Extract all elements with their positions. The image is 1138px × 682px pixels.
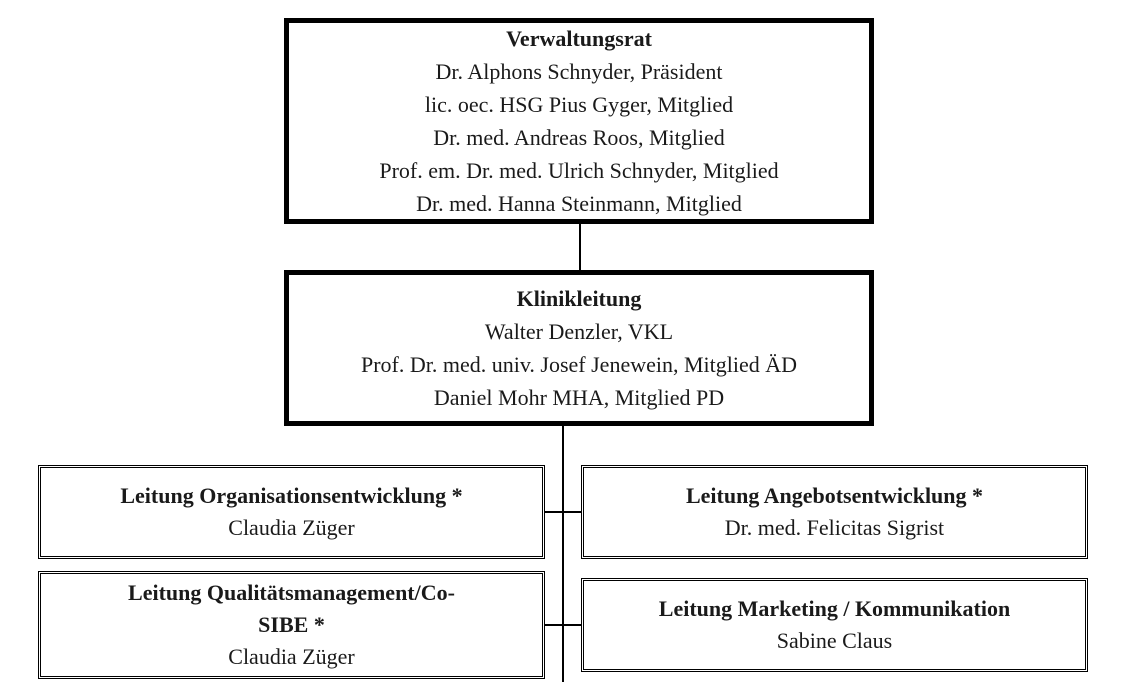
staff-unit-title-continued: SIBE * bbox=[258, 612, 325, 637]
management-member: Daniel Mohr MHA, Mitglied PD bbox=[433, 384, 725, 410]
board-member: Dr. med. Hanna Steinmann, Mitglied bbox=[416, 190, 742, 216]
management-member: Prof. Dr. med. univ. Josef Jenewein, Mit… bbox=[360, 351, 798, 377]
board-member: lic. oec. HSG Pius Gyger, Mitglied bbox=[424, 91, 734, 117]
staff-unit-title: Leitung Marketing / Kommunikation bbox=[658, 596, 1011, 621]
staff-unit-person: Dr. med. Felicitas Sigrist bbox=[724, 515, 945, 540]
connector-board-to-management bbox=[579, 222, 581, 270]
management-box: Klinikleitung Walter Denzler, VKL Prof. … bbox=[284, 270, 874, 426]
board-title: Verwaltungsrat bbox=[506, 25, 652, 51]
board-member: Dr. med. Andreas Roos, Mitglied bbox=[433, 124, 725, 150]
staff-unit-qualitaetsmanagement: Leitung Qualitätsmanagement/Co- SIBE * C… bbox=[38, 571, 545, 679]
management-title: Klinikleitung bbox=[516, 285, 642, 311]
connector-branch-lower bbox=[544, 624, 583, 626]
staff-unit-title: Leitung Organisationsentwicklung * bbox=[120, 483, 463, 508]
board-box: Verwaltungsrat Dr. Alphons Schnyder, Prä… bbox=[284, 18, 874, 224]
connector-management-trunk bbox=[562, 425, 564, 682]
staff-unit-organisationsentwicklung: Leitung Organisationsentwicklung * Claud… bbox=[38, 465, 545, 559]
staff-unit-person: Claudia Züger bbox=[228, 515, 355, 540]
board-member: Prof. em. Dr. med. Ulrich Schnyder, Mitg… bbox=[379, 157, 779, 183]
board-member-president: Dr. Alphons Schnyder, Präsident bbox=[435, 58, 723, 84]
staff-unit-title: Leitung Qualitätsmanagement/Co- bbox=[128, 580, 455, 605]
staff-unit-title: Leitung Angebotsentwicklung * bbox=[685, 483, 984, 508]
management-member-ceo: Walter Denzler, VKL bbox=[484, 318, 674, 344]
connector-branch-upper bbox=[544, 511, 583, 513]
staff-unit-person: Claudia Züger bbox=[228, 644, 355, 669]
staff-unit-marketing-kommunikation: Leitung Marketing / Kommunikation Sabine… bbox=[581, 578, 1088, 672]
staff-unit-person: Sabine Claus bbox=[776, 628, 893, 653]
staff-unit-angebotsentwicklung: Leitung Angebotsentwicklung * Dr. med. F… bbox=[581, 465, 1088, 559]
